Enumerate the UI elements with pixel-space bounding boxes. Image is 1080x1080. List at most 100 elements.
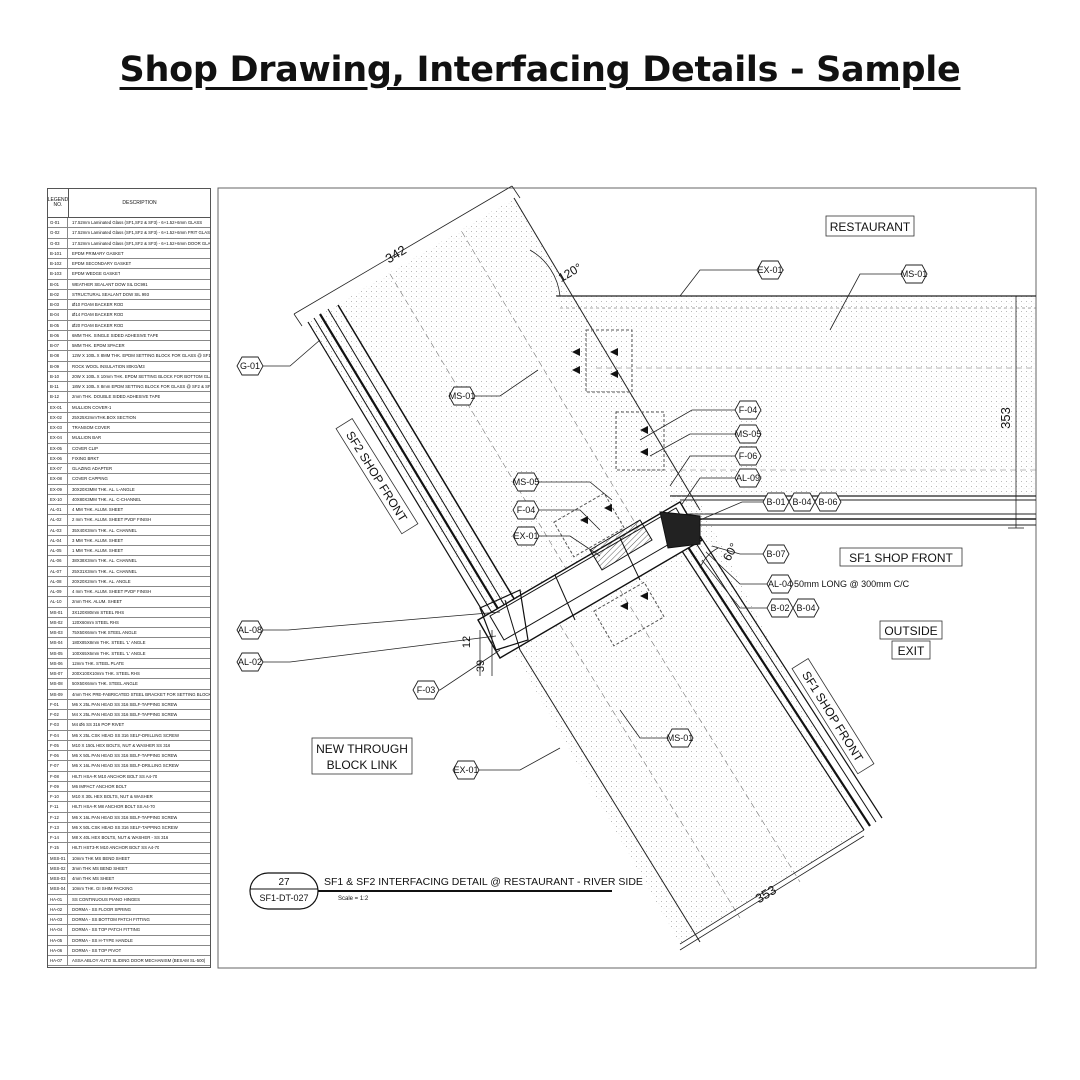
callout-ms05-a: MS-05 xyxy=(734,424,762,444)
legend-code: EX-09 xyxy=(48,484,68,494)
callout-ms01-top: MS-01 xyxy=(900,264,928,284)
legend-row: AL-09 4 mm THK. ALUM. SHEET PVDF FINISH xyxy=(48,587,210,598)
legend-header-description: DESCRIPTION xyxy=(122,200,157,206)
callout-text: F-06 xyxy=(739,451,758,461)
legend-code: MS-03 xyxy=(48,628,68,638)
legend-code: HA-07 xyxy=(48,956,68,966)
legend-code: EX-08 xyxy=(48,474,68,484)
legend-row: MS-03 75X50X6mm THK STEEL ANGLE xyxy=(48,628,210,639)
legend-description: DORMA - SS H-TYPE HANDLE xyxy=(72,937,133,943)
legend-description: 40X80X3MM THK. AL. C-CHANNEL xyxy=(72,496,142,502)
legend-code: F-02 xyxy=(48,710,68,720)
legend-description: EPDM WEDGE GASKET xyxy=(72,271,121,277)
legend-code: EX-10 xyxy=(48,494,68,504)
new-through-label-box xyxy=(311,737,413,775)
legend-code: HA-03 xyxy=(48,915,68,925)
callout-text: AL-04 xyxy=(768,579,792,589)
legend-description: M6 X 16L PAN HEAD SS 316 SELF-DRILLING S… xyxy=(72,763,179,769)
new-through-label-line-1: NEW THROUGH xyxy=(316,742,408,756)
legend-description: 3mm THK MS BEND SHEET xyxy=(72,865,128,871)
legend-description: Ø20 FOAM BACKER ROD xyxy=(72,322,124,328)
legend-code: MS-09 xyxy=(48,689,68,699)
legend-description: 75X50X6mm THK STEEL ANGLE xyxy=(72,630,137,635)
legend-code: EX-05 xyxy=(48,443,68,453)
legend-code: G-03 xyxy=(48,238,68,248)
callout-al09: AL-09 xyxy=(734,468,762,488)
legend-description: 20W X 100L X 10mm THK. EPDM SETTING BLOC… xyxy=(72,373,210,379)
legend-code: EX-07 xyxy=(48,464,68,474)
legend-code: B-02 xyxy=(48,289,68,299)
callout-hexagon xyxy=(766,574,794,594)
legend-description: 17.52mm Laminated Glass (SF1,SF2 & SF3) … xyxy=(72,230,210,236)
callout-ms01-bottom: MS-01 xyxy=(666,728,694,748)
legend-code: MS-05 xyxy=(48,648,68,658)
legend-description: 12W X 100L X 8MM THK. EPDM SETTING BLOCK… xyxy=(72,353,210,359)
callout-f03: F-03 xyxy=(412,680,440,700)
legend-description: 120X60mm STEEL RHS xyxy=(72,619,119,625)
callout-text: B-04 xyxy=(792,497,811,507)
legend-description: DORMA - SS TOP PIVOT xyxy=(72,947,122,953)
callout-text: MS-05 xyxy=(513,477,540,487)
callout-text: F-03 xyxy=(417,685,436,695)
dimension-353-right: 353 xyxy=(998,407,1013,429)
legend-code: F-11 xyxy=(48,802,68,812)
new-through-label-line-2: BLOCK LINK xyxy=(327,758,398,772)
angle-120: 120° xyxy=(556,260,585,285)
sf1-front-label: SF1 SHOP FRONT xyxy=(849,551,953,565)
legend-description: 2mm THK. DOUBLE SIDED ADHESIVE TAPE xyxy=(72,394,161,400)
legend-description: 6MM THK. SINGLE SIDED ADHESIVE TAPE xyxy=(72,332,159,338)
legend-description: HILTI HSA-R M10 ANCHOR BOLT SS A4-70 xyxy=(72,773,158,779)
legend-description: DORMA - SS TOP PATCH FITTING xyxy=(72,927,141,933)
legend-description: 20X20X2mm THK. AL. ANGLE xyxy=(72,578,131,584)
callout-text: AL-09 xyxy=(736,473,760,483)
legend-code: HA-04 xyxy=(48,925,68,935)
callout-text: B-07 xyxy=(766,549,785,559)
legend-code: MS-07 xyxy=(48,669,68,679)
dimension-342: 342 xyxy=(383,242,409,266)
callout-hexagon xyxy=(236,620,264,640)
legend-description: 4 MM THK. ALUM. SHEET xyxy=(72,507,124,512)
legend-code: B-04 xyxy=(48,310,68,320)
legend-description: Ø14 FOAM BACKER ROD xyxy=(72,312,124,318)
callout-ms01-left: MS-01 xyxy=(448,386,476,406)
legend-description: 12mm THK. STEEL PLATE xyxy=(72,660,124,666)
legend-description: M10 X 30L HEX BOLTS, NUT & WASHER xyxy=(72,794,153,799)
legend-description: GLAZING ADAPTER xyxy=(72,466,113,471)
legend-description: ROCK WOOL INSULATION 80KG/M3 xyxy=(72,363,145,369)
legend-code: AL-06 xyxy=(48,556,68,566)
legend-code: B-09 xyxy=(48,361,68,371)
legend-description: 4 mm THK. ALUM. SHEET PVDF FINISH xyxy=(72,589,152,594)
callout-text: MS-05 xyxy=(735,429,762,439)
callout-hexagon xyxy=(512,472,540,492)
drawing-frame xyxy=(217,187,1037,969)
legend-code: F-14 xyxy=(48,833,68,843)
callout-text: G-01 xyxy=(240,361,260,371)
callout-text: F-04 xyxy=(517,505,536,515)
legend-code: B-07 xyxy=(48,341,68,351)
callout-al08: AL-08 xyxy=(236,620,264,640)
legend-code: AL-09 xyxy=(48,587,68,597)
